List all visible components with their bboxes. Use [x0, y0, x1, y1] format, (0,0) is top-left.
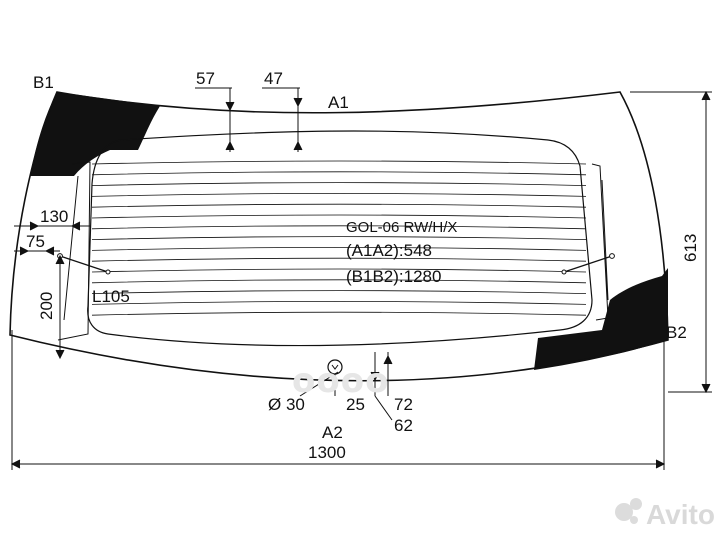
dim-47 [262, 87, 303, 152]
avito-watermark: Avito [615, 498, 715, 530]
label-b1: B1 [33, 73, 54, 92]
heater-line [91, 203, 587, 208]
label-b2: B2 [666, 323, 687, 342]
dim-130 [14, 221, 90, 231]
dim-47-label: 47 [264, 69, 283, 88]
dim-130-label: 130 [40, 207, 68, 226]
dim-200 [55, 254, 65, 360]
dim-200-label: 200 [37, 292, 56, 320]
svg-text:Avito: Avito [646, 499, 715, 530]
dim-57-label: 57 [196, 69, 215, 88]
left-bus-bar [57, 161, 91, 341]
heater-line [91, 225, 587, 230]
heater-line [91, 182, 587, 186]
dim-62-label: 62 [394, 416, 413, 435]
dim-75 [14, 246, 60, 256]
left-antenna-end [105, 269, 111, 275]
heater-line [91, 193, 587, 197]
dim-57 [195, 87, 235, 152]
b2-black-mask [534, 268, 668, 370]
dim-72-label: 72 [394, 395, 413, 414]
heater-grid [91, 160, 587, 316]
dim-1300-label: 1300 [308, 443, 346, 462]
b1-black-mask [30, 92, 160, 176]
right-antenna-end [561, 269, 567, 275]
label-a2: A2 [322, 423, 343, 442]
dim-613-label: 613 [681, 234, 700, 262]
heater-line [91, 279, 587, 284]
dim-diam-label: Ø 30 [268, 395, 305, 414]
heater-line [91, 301, 587, 305]
antenna-label: L105 [92, 287, 130, 306]
dim-1300 [10, 459, 666, 469]
glass-outline [9, 91, 669, 382]
dim-75-label: 75 [26, 232, 45, 251]
heater-line [91, 236, 587, 240]
heater-line [91, 160, 587, 165]
lamp-hole-mark [331, 364, 339, 370]
heater-line [91, 311, 587, 316]
heater-line [91, 247, 587, 251]
heater-line [91, 268, 587, 273]
right-antenna-terminal [609, 253, 615, 259]
label-a1: A1 [328, 93, 349, 112]
svg-text:oooo: oooo [292, 361, 389, 401]
heater-frame [87, 130, 593, 347]
heater-line [91, 290, 587, 294]
dim-25-label: 25 [346, 395, 365, 414]
dim-bottom-small [299, 352, 393, 421]
heater-line [91, 214, 587, 219]
dim-613 [630, 90, 712, 394]
b1b2-spec: (B1B2):1280 [346, 267, 441, 286]
left-antenna-wire [59, 255, 109, 273]
heater-line [91, 257, 587, 262]
right-antenna-wire [563, 255, 613, 273]
right-bus-bar [591, 163, 609, 321]
a1a2-spec: (A1A2):548 [346, 241, 432, 260]
heater-line [91, 171, 587, 176]
part-code: GOL-06 RW/H/X [346, 219, 457, 236]
brand-watermark: oooo [292, 361, 389, 401]
